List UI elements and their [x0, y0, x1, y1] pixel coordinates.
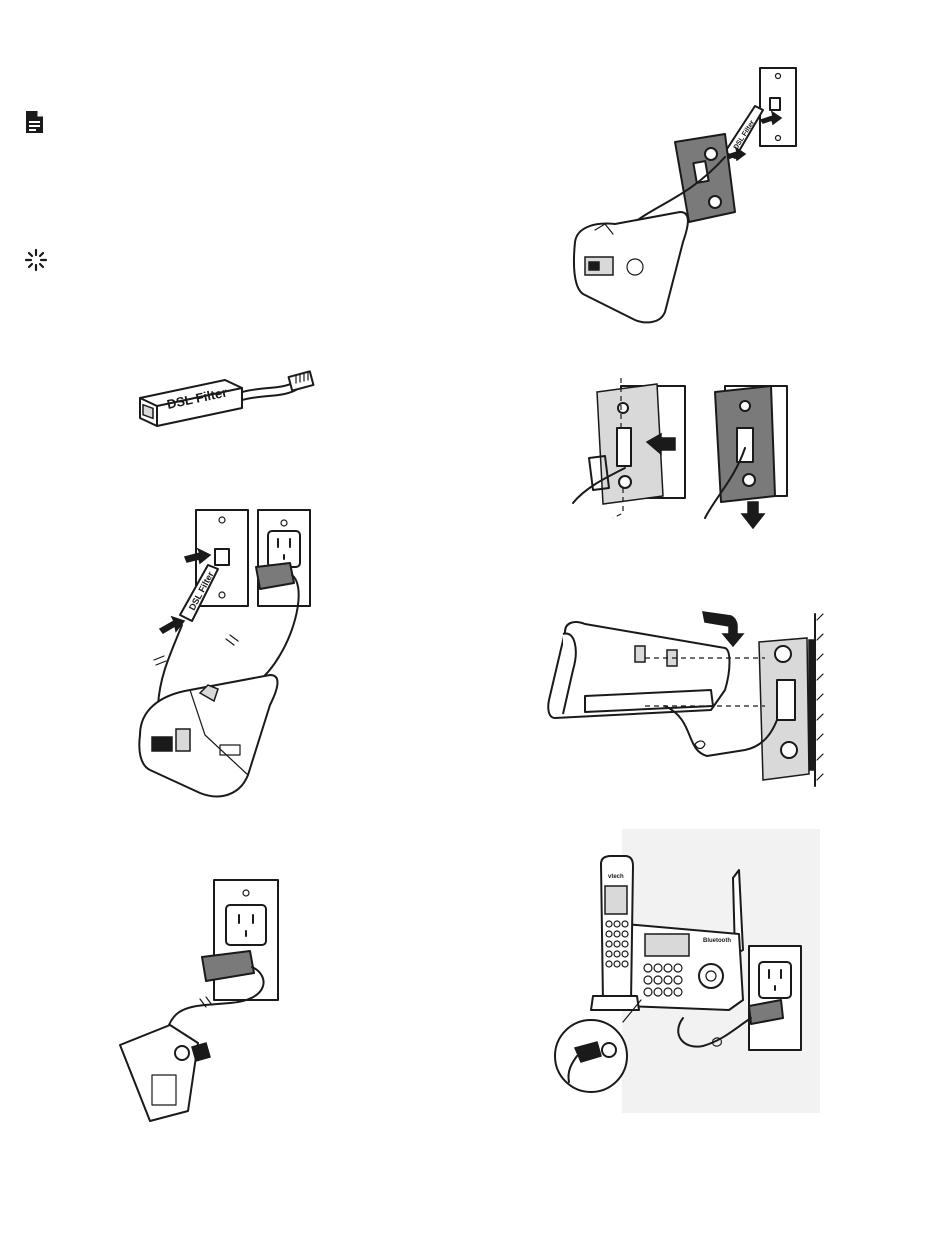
charger-wiring-illustration: [110, 875, 290, 1125]
wall-mount-cord-illustration: DSL Filter: [565, 62, 805, 327]
document-icon: [24, 110, 46, 134]
brand-label: vtech: [608, 874, 624, 880]
base-wall-mount-illustration: [545, 610, 835, 790]
final-setup-illustration: Bluetooth vtech: [553, 850, 823, 1100]
bracket-install-illustration: [565, 378, 795, 538]
base-wiring-illustration: DSL Filter: [130, 505, 330, 805]
dsl-filter-illustration: DSL Filter: [130, 360, 330, 440]
sparkle-icon: [24, 248, 48, 272]
bluetooth-label: Bluetooth: [703, 938, 731, 944]
